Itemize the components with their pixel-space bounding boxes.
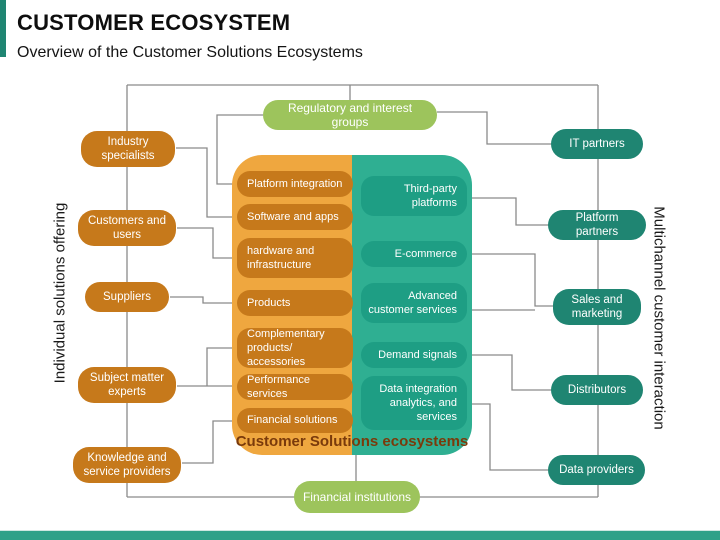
center-pill-ecommerce: E-commerce [361,241,467,267]
pill-subject-matter-experts: Subject matter experts [78,367,176,403]
center-pill-platform-integration: Platform integration [237,171,353,197]
page-title: CUSTOMER ECOSYSTEM [17,10,291,35]
center-pill-demand-signals: Demand signals [361,342,467,368]
center-pill-data-integration: Data integration analytics, and services [361,376,467,430]
pill-platform-partners: Platform partners [548,210,646,240]
center-pill-third-party-platforms: Third-party platforms [361,176,467,216]
pill-suppliers: Suppliers [85,282,169,312]
center-pill-financial-solutions: Financial solutions [237,408,353,433]
center-pill-complementary-products: Complementary products/ accessories [237,328,353,368]
pill-regulatory-interest-groups: Regulatory and interest groups [263,100,437,130]
pill-customers-and-users: Customers and users [78,210,176,246]
pill-distributors: Distributors [551,375,643,405]
center-pill-hardware-infrastructure: hardware and infrastructure [237,238,353,278]
center-pill-software-apps: Software and apps [237,204,353,230]
pill-it-partners: IT partners [551,129,643,159]
ecosystem-block-caption: Customer Solutions ecosystems [235,433,469,450]
page-subtitle: Overview of the Customer Solutions Ecosy… [17,44,363,61]
pill-financial-institutions: Financial institutions [294,481,420,513]
pill-knowledge-service-providers: Knowledge and service providers [73,447,181,483]
bottom-accent-bar [0,530,720,540]
center-pill-performance-services: Performance services [237,374,353,400]
center-pill-products: Products [237,290,353,316]
center-pill-advanced-customer-services: Advanced customer services [361,283,467,323]
pill-sales-and-marketing: Sales and marketing [553,289,641,325]
corner-accent-bar [0,0,6,57]
pill-industry-specialists: Industry specialists [81,131,175,167]
pill-data-providers: Data providers [548,455,645,485]
